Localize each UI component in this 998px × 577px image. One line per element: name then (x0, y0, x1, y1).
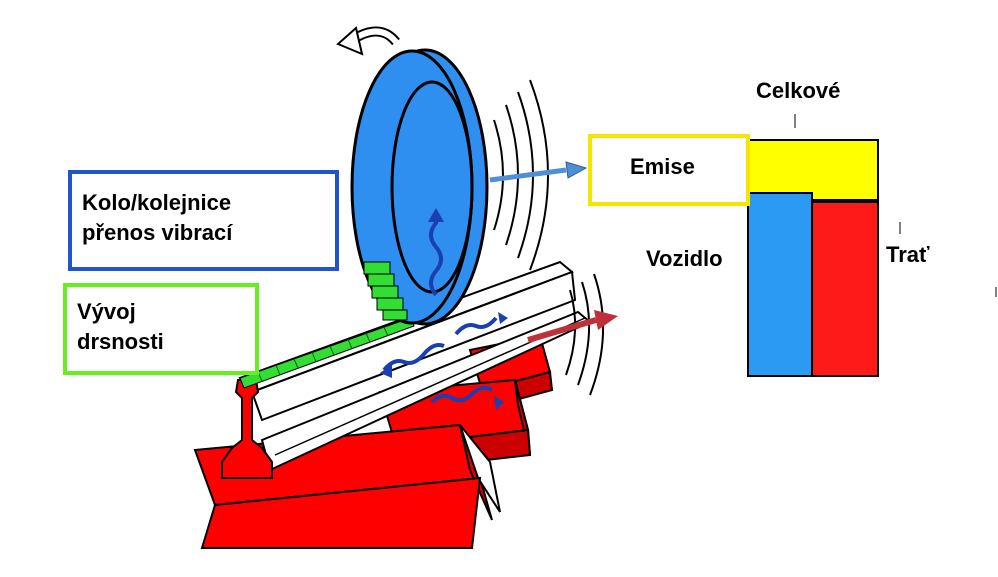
wheel-rail-transmission-box: Kolo/kolejnice přenos vibrací (68, 170, 339, 271)
emission-label: Emise (630, 154, 695, 179)
roughness-strip (239, 317, 415, 389)
total-label: Celkové (756, 78, 841, 103)
vehicle-bar (747, 192, 813, 377)
total-bar (747, 139, 879, 201)
roughness-label-line2: drsnosti (77, 329, 164, 354)
wheel-emission-arrow (489, 161, 588, 183)
wheel-rail-label-line1: Kolo/kolejnice (82, 190, 232, 215)
roughness-label-line1: Vývoj (77, 299, 136, 324)
wheel-roughness (363, 261, 408, 321)
sound-wave-icon (493, 79, 549, 271)
vibration-wave-icon (429, 215, 443, 297)
noise-contribution-chart (747, 114, 997, 377)
track-label: Trať (886, 242, 930, 267)
vehicle-label: Vozidlo (646, 246, 723, 271)
roughness-box: Vývoj drsnosti (63, 283, 259, 375)
rail-vibration-waves (382, 316, 498, 404)
track-bar (811, 201, 879, 377)
rail-emission-arrow (527, 310, 618, 343)
emission-box: Emise (588, 134, 750, 206)
wheel-rail-label-line2: přenos vibrací (82, 220, 233, 245)
rotation-arrow-icon (336, 26, 400, 56)
wheel (350, 48, 489, 326)
rail-sound-wave-icon (565, 273, 605, 396)
